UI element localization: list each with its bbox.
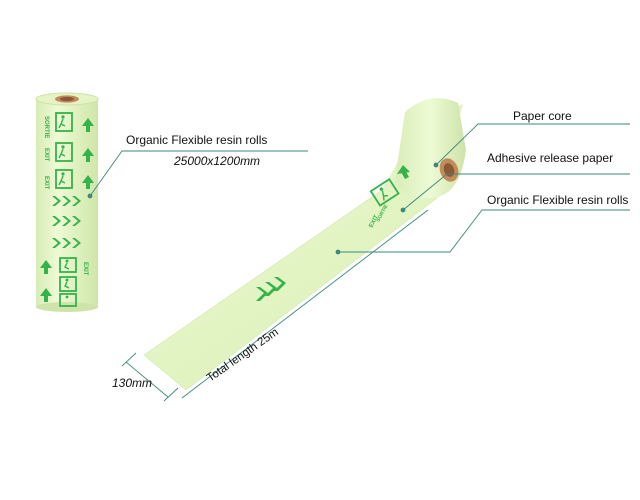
- unrolled-strip: EXIT SORTIE: [143, 98, 466, 391]
- small-roll: [395, 98, 466, 199]
- roll-name-label: Organic Flexible resin rolls: [126, 133, 268, 147]
- arrow-up-icon: [82, 148, 94, 162]
- release-paper-label: Adhesive release paper: [487, 151, 614, 165]
- exit-sign-icon: [59, 293, 77, 307]
- chevron-right-icon: [62, 196, 71, 206]
- chevron-right-icon: [72, 216, 81, 226]
- leader-paper-core: [433, 123, 630, 168]
- arrow-up-icon: [82, 175, 94, 189]
- roll-exit-signs: SORTIE EXIT EXIT EXIT: [43, 112, 88, 307]
- exit-sign-icon: [59, 257, 77, 273]
- width-label: 130mm: [112, 376, 153, 390]
- exit-sign-icon: [55, 142, 73, 162]
- exit-sign-icon: [55, 112, 73, 132]
- roll-sign-text: EXIT: [43, 148, 49, 162]
- strip-exit-sign-icon: [369, 178, 400, 207]
- arrow-up-icon: [40, 260, 52, 274]
- vertical-roll: SORTIE EXIT EXIT EXIT: [35, 92, 99, 312]
- leader-strip-label: [335, 209, 630, 255]
- arrow-up-icon: [40, 288, 52, 302]
- chevron-right-icon: [62, 238, 71, 248]
- arrow-up-icon: [82, 118, 94, 132]
- roll-sign-text: EXIT: [43, 176, 49, 190]
- roll-arrow-icons: [40, 118, 94, 302]
- width-dimension: [121, 352, 179, 402]
- chevron-right-icon: [52, 196, 61, 206]
- roll-sign-text: EXIT: [82, 262, 88, 276]
- chevron-right-icon: [274, 277, 286, 291]
- arrow-up-icon: [397, 165, 410, 179]
- leader-release-paper: [400, 173, 630, 213]
- strip-surface: [143, 189, 438, 391]
- chevron-right-icon: [265, 282, 277, 296]
- strip-chevrons: [256, 277, 286, 301]
- chevron-right-icon: [256, 287, 268, 301]
- strip-name-label: Organic Flexible resin rolls: [487, 193, 629, 207]
- length-dimension: [181, 209, 429, 399]
- leader-roll-label: [87, 150, 308, 199]
- paper-core-label: Paper core: [513, 109, 572, 123]
- exit-sign-icon: [55, 169, 73, 189]
- exit-sign-icon: [59, 276, 77, 292]
- strip-sign-text: EXIT: [368, 214, 380, 229]
- chevron-right-icon: [52, 216, 61, 226]
- chevron-right-icon: [72, 238, 81, 248]
- chevron-right-icon: [52, 238, 61, 248]
- chevron-right-icon: [62, 216, 71, 226]
- chevron-right-icon: [72, 196, 81, 206]
- roll-size-label: 25000x1200mm: [174, 154, 261, 168]
- roll-chevrons: [52, 196, 81, 248]
- roll-sign-text: SORTIE: [43, 116, 49, 138]
